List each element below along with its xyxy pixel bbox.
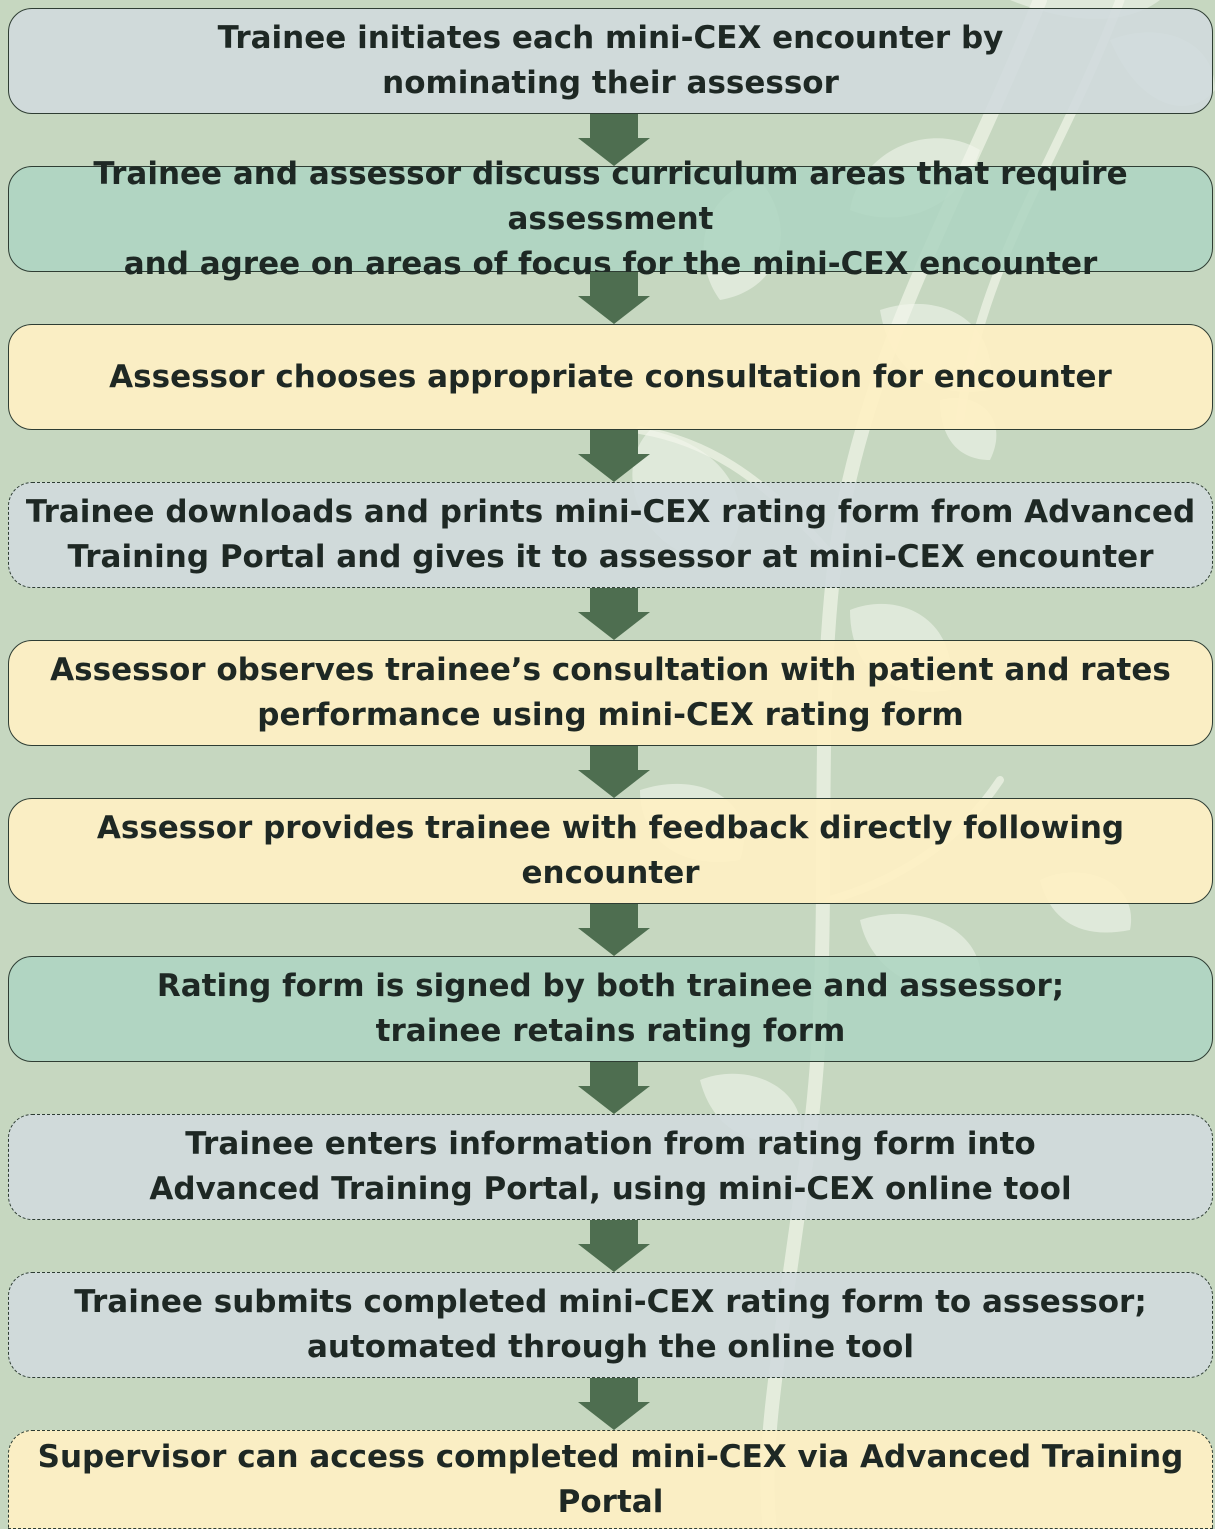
flow-arrow-icon (578, 904, 650, 956)
step-8-enter-information: Trainee enters information from rating f… (8, 1114, 1213, 1220)
flow-arrow-icon (578, 1220, 650, 1272)
flow-arrow-icon (578, 1062, 650, 1114)
step-7-sign-form: Rating form is signed by both trainee an… (8, 956, 1213, 1062)
flow-arrow-icon (578, 1378, 650, 1430)
step-6-provide-feedback: Assessor provides trainee with feedback … (8, 798, 1213, 904)
step-9-submit-form: Trainee submits completed mini-CEX ratin… (8, 1272, 1213, 1378)
step-10-supervisor-access: Supervisor can access completed mini-CEX… (8, 1430, 1213, 1529)
step-1-nominate-assessor: Trainee initiates each mini-CEX encounte… (8, 8, 1213, 114)
flow-arrow-icon (578, 430, 650, 482)
step-5-observe-and-rate: Assessor observes trainee’s consultation… (8, 640, 1213, 746)
step-3-choose-consultation: Assessor chooses appropriate consultatio… (8, 324, 1213, 430)
flow-arrow-icon (578, 272, 650, 324)
flow-arrow-icon (578, 114, 650, 166)
flow-arrow-icon (578, 588, 650, 640)
step-4-download-print-form: Trainee downloads and prints mini-CEX ra… (8, 482, 1213, 588)
step-2-discuss-curriculum: Trainee and assessor discuss curriculum … (8, 156, 1213, 282)
flow-arrow-icon (578, 746, 650, 798)
